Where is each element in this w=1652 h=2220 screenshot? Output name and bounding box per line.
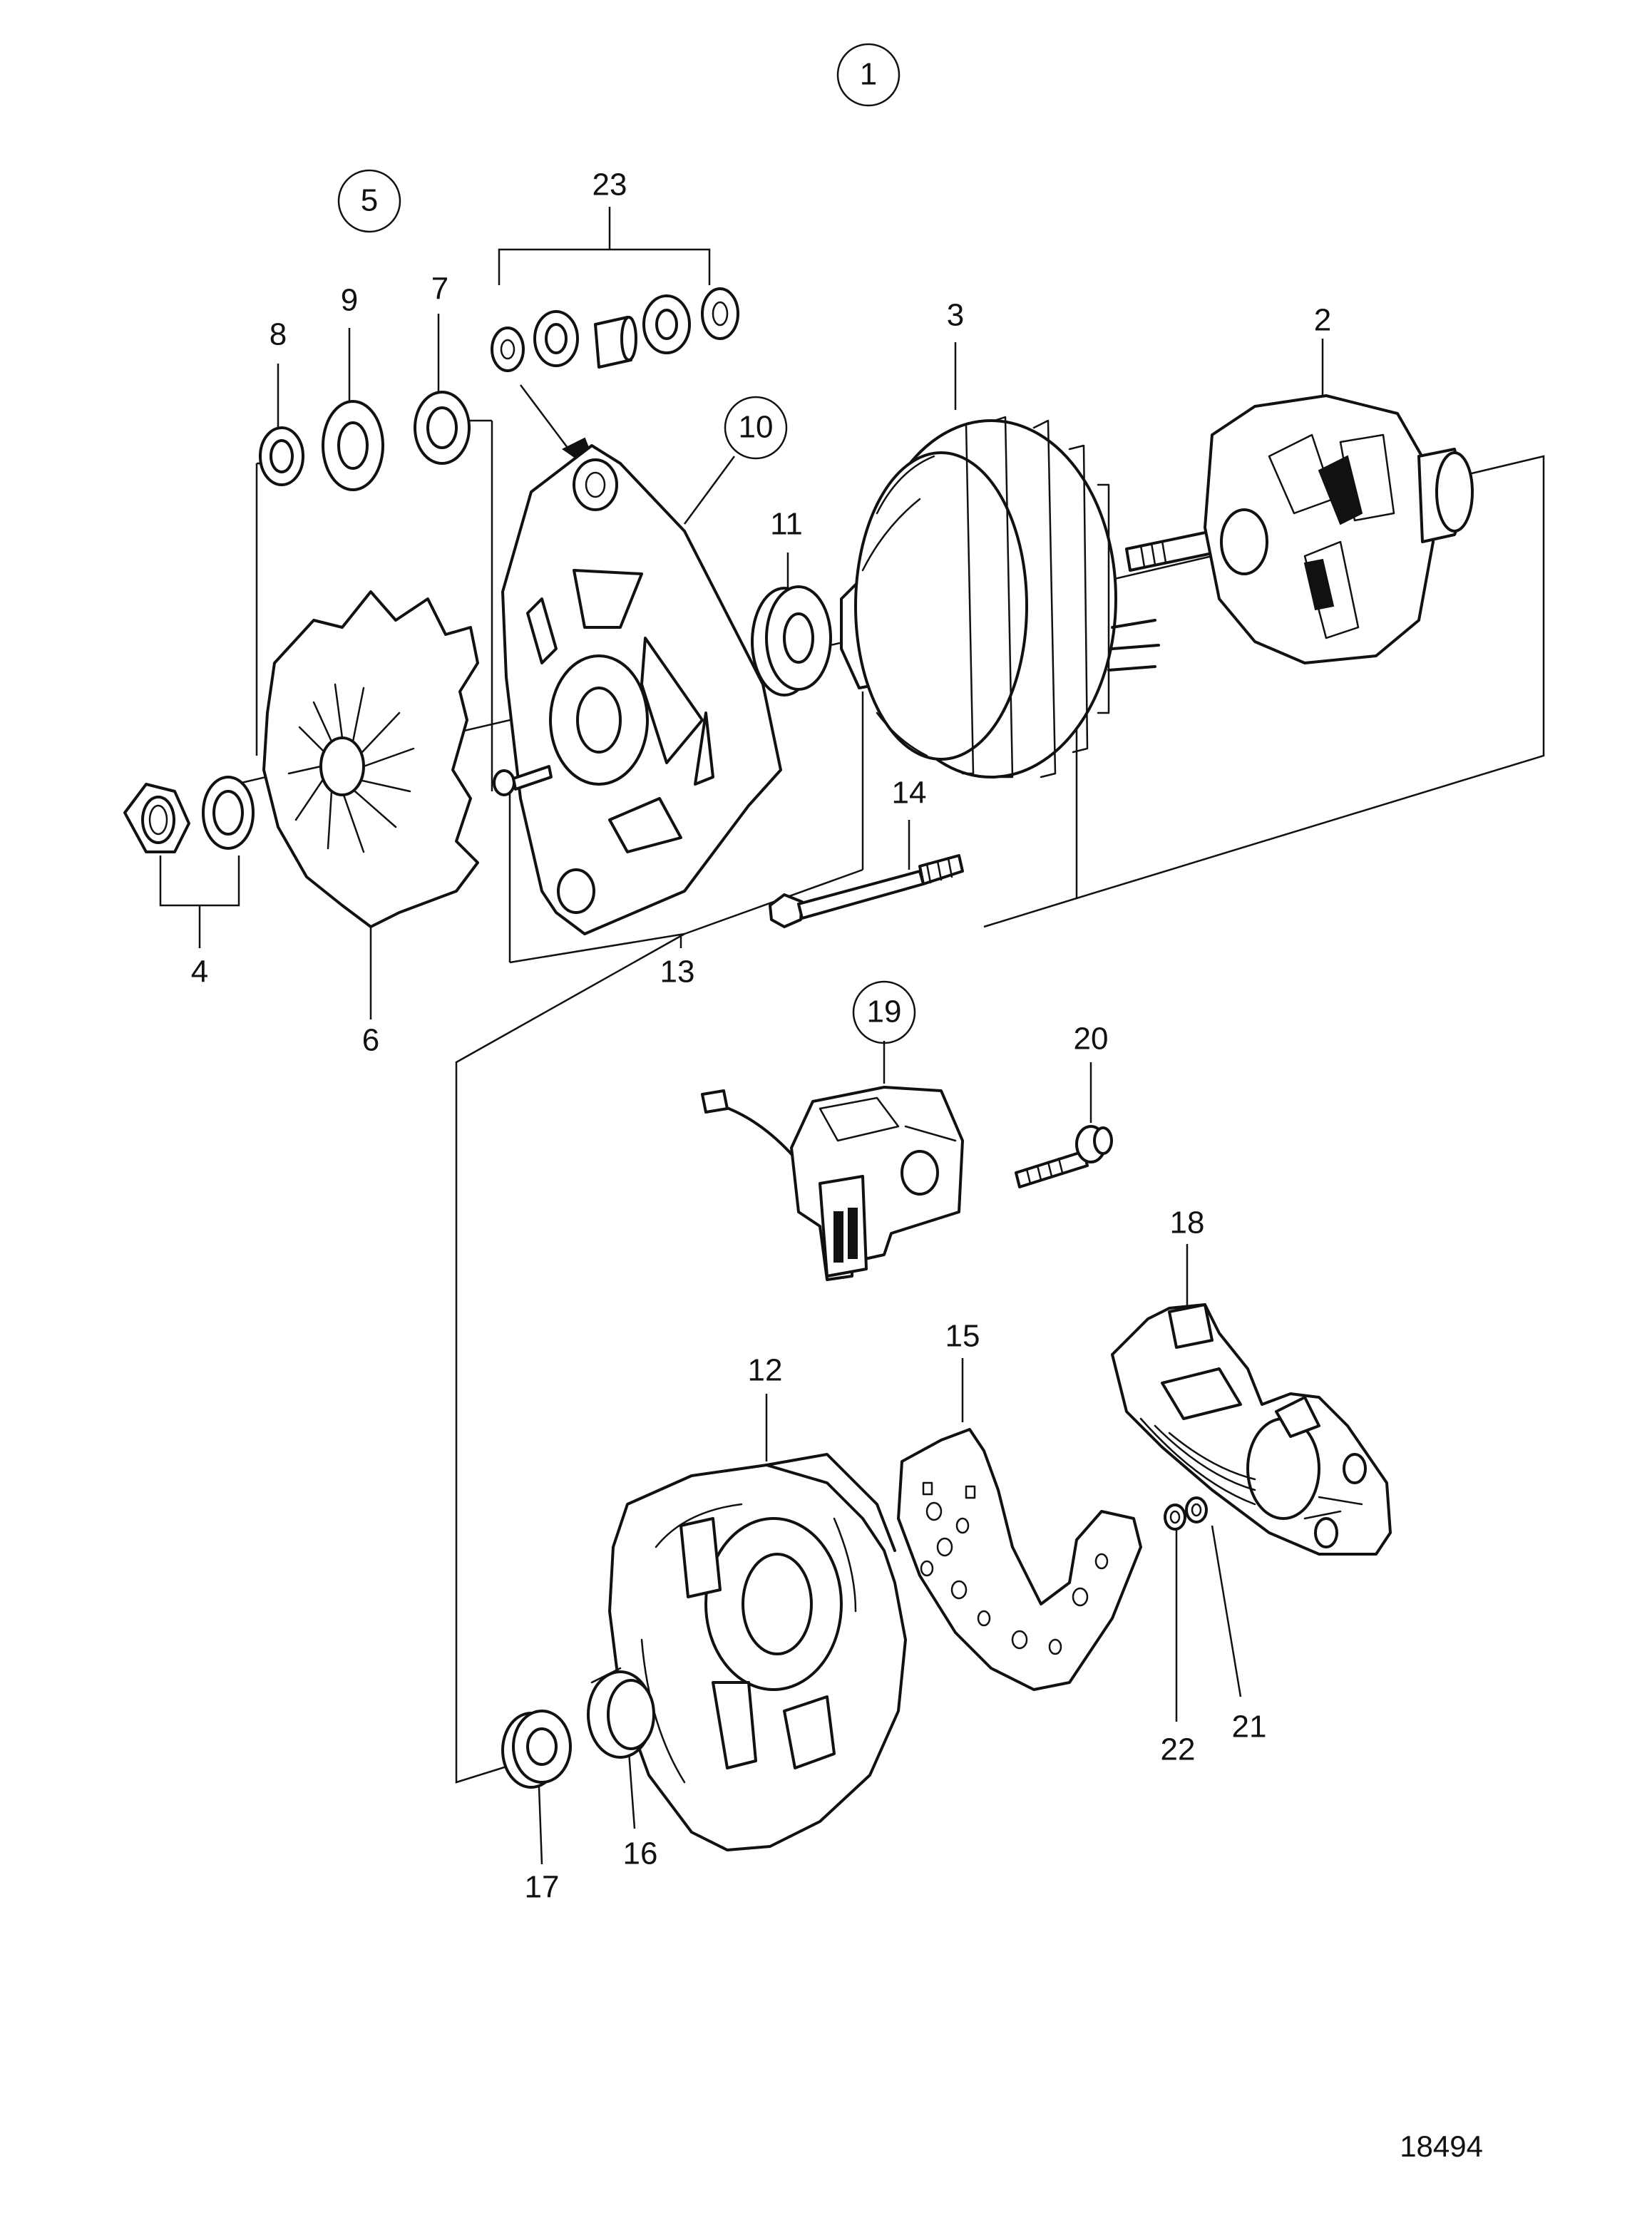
rear-cover	[1111, 1303, 1392, 1556]
small-washers	[1164, 1496, 1208, 1531]
callout-19-text: 19	[867, 995, 902, 1029]
callout-5: 5	[337, 169, 401, 233]
label-4: 4	[191, 955, 208, 990]
label-12: 12	[748, 1353, 783, 1388]
label-15: 15	[945, 1319, 980, 1354]
label-21: 21	[1232, 1710, 1267, 1744]
callout-1: 1	[836, 43, 901, 107]
rectifier	[897, 1428, 1142, 1691]
spacer-kit	[491, 287, 739, 372]
callout-5-text: 5	[361, 183, 378, 218]
callout-19: 19	[852, 980, 916, 1044]
fan	[262, 590, 479, 928]
drive-end-bracket	[501, 444, 782, 935]
label-14: 14	[892, 776, 927, 811]
label-9: 9	[341, 283, 358, 318]
retaining-ring	[587, 1667, 655, 1759]
label-18: 18	[1170, 1206, 1205, 1240]
label-8: 8	[270, 317, 287, 352]
slip-ring-end-bracket	[608, 1453, 907, 1851]
label-6: 6	[362, 1023, 379, 1058]
bearing-front	[751, 585, 832, 697]
rotor	[1125, 394, 1474, 664]
callout-1-text: 1	[860, 57, 877, 92]
label-3: 3	[947, 298, 964, 333]
through-bolt	[769, 854, 964, 928]
callout-10: 10	[724, 396, 788, 460]
bracket-screw	[493, 765, 553, 796]
label-16: 16	[623, 1836, 658, 1871]
label-20: 20	[1074, 1022, 1109, 1057]
label-13: 13	[660, 955, 695, 990]
nut-washer	[123, 776, 255, 853]
callout-10-text: 10	[739, 410, 774, 445]
seal-washers	[259, 391, 471, 491]
part-labels: 23 8 9 7 3 2 11 14 4 13 6 20 18 15 12 21…	[191, 168, 1331, 1905]
drawing-reference-number: 18494	[1400, 2129, 1483, 2163]
label-17: 17	[525, 1870, 560, 1905]
regulator-screw	[1015, 1125, 1113, 1188]
voltage-regulator	[701, 1086, 964, 1281]
stator	[854, 416, 1160, 778]
label-22: 22	[1161, 1732, 1196, 1767]
label-7: 7	[431, 272, 448, 307]
label-11: 11	[770, 507, 803, 542]
label-2: 2	[1314, 303, 1331, 338]
stator-leads	[1107, 619, 1160, 672]
label-23: 23	[592, 168, 627, 202]
bearing-rear	[501, 1710, 572, 1789]
